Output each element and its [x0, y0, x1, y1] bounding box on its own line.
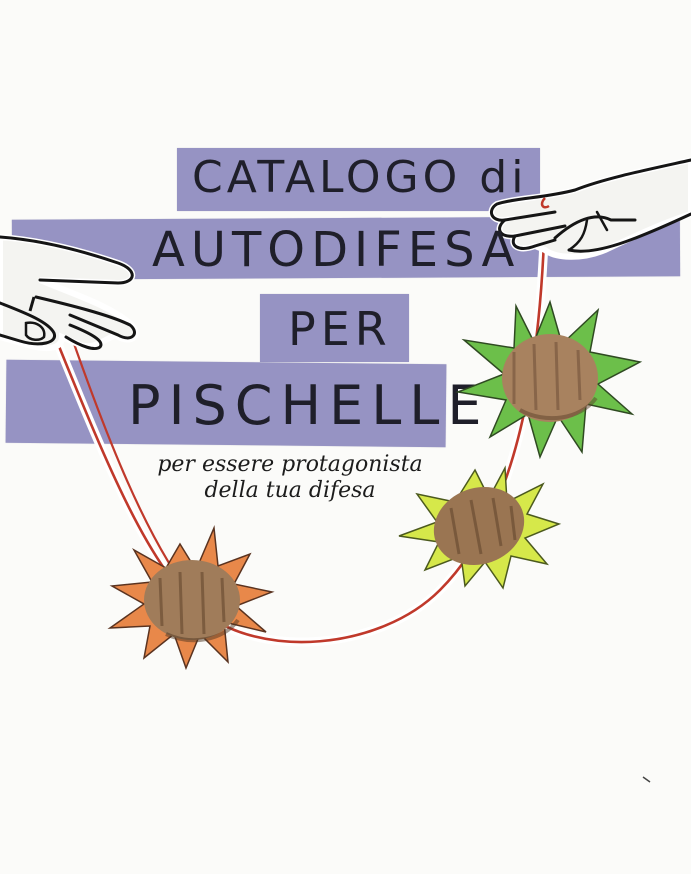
right-hand-icon — [488, 156, 691, 260]
title-line-pischelle: PISCHELLE — [128, 374, 490, 437]
title-band-per — [260, 294, 409, 362]
left-hand-icon — [0, 233, 139, 352]
subtitle-line-2: della tua difesa — [204, 478, 376, 503]
subtitle: per essere protagonista della tua difesa — [140, 452, 440, 504]
subtitle-line-1: per essere protagonista — [157, 452, 423, 477]
title-band-catalogo — [177, 148, 540, 211]
fist-yellow-burst-icon — [398, 465, 562, 590]
stray-ink-mark — [642, 776, 651, 783]
title-line-autodifesa: AUTODIFESA — [152, 222, 521, 278]
fist-green-burst-icon — [455, 299, 643, 460]
title-line-per: PER — [288, 302, 392, 356]
title-line-catalogo: CATALOGO di — [192, 152, 528, 203]
fist-orange-burst-icon — [107, 525, 275, 671]
